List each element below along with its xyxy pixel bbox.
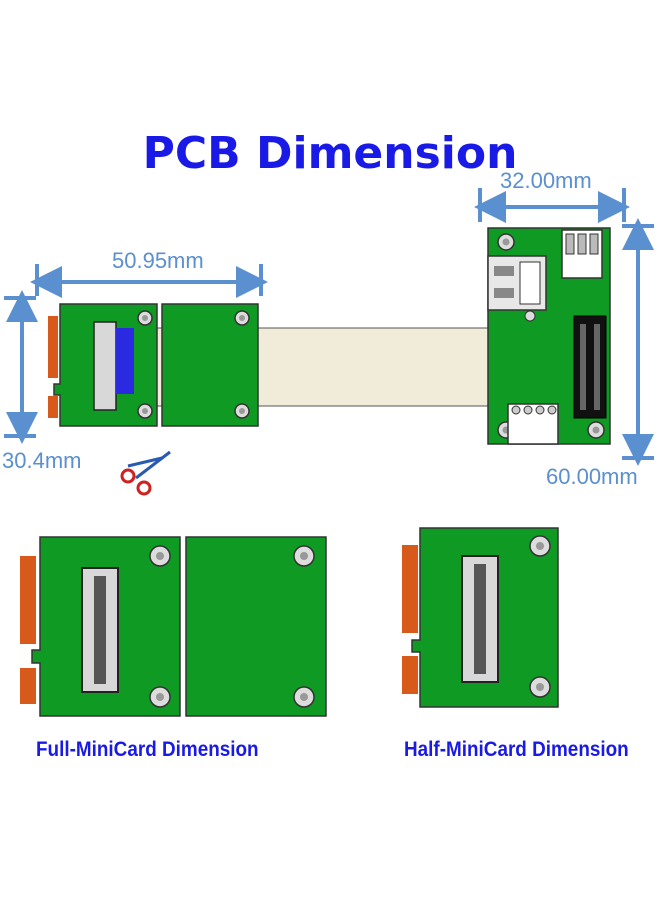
pin-header xyxy=(573,315,607,419)
scissors-icon xyxy=(120,450,171,496)
page-title: PCB Dimension xyxy=(142,128,518,179)
short-card xyxy=(48,303,259,427)
caption-half-minicard: Half-MiniCard Dimension xyxy=(404,738,629,761)
dimension-label-height-short: 30.4mm xyxy=(2,448,82,473)
adapter-board xyxy=(487,227,611,445)
caption-full-minicard: Full-MiniCard Dimension xyxy=(36,738,259,761)
half-minicard xyxy=(402,527,559,708)
fpc-connector xyxy=(93,321,117,411)
dimension-label-width-adapter: 32.00mm xyxy=(500,168,592,193)
dimension-label-height-adapter: 60.00mm xyxy=(546,464,638,489)
dimension-lines xyxy=(4,188,654,466)
full-minicard xyxy=(20,536,327,717)
blue-connector xyxy=(116,328,134,394)
